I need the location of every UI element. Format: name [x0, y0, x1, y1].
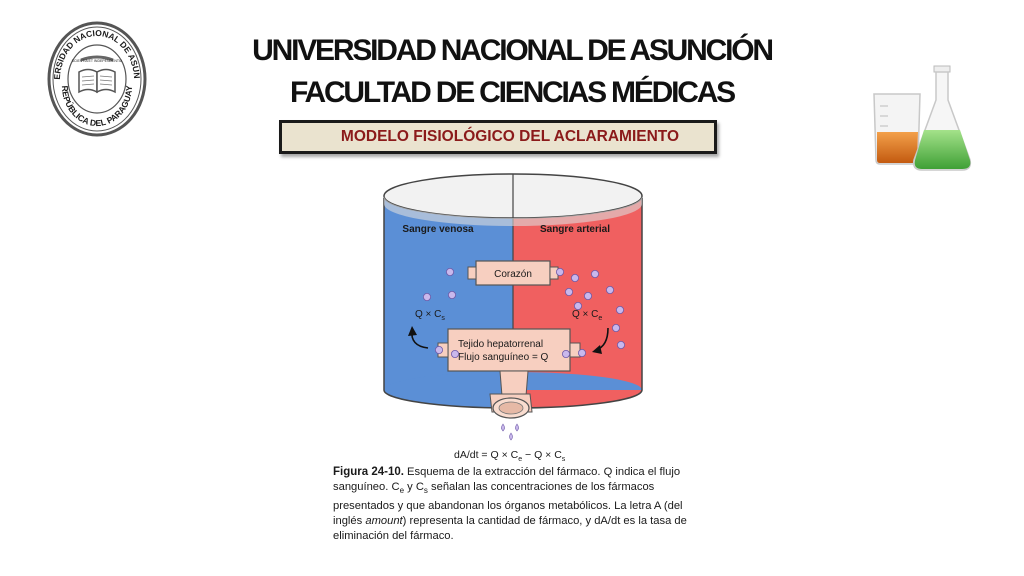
subtitle-banner: MODELO FISIOLÓGICO DEL ACLARAMIENTO	[279, 120, 717, 154]
erlenmeyer-flask-icon	[912, 65, 972, 171]
seal-inner-text: SCIENTIA ET INDEPENDENTIA	[72, 59, 123, 63]
seal-banner-icon	[80, 55, 114, 62]
tissue-label: Tejido hepatorrenal	[458, 339, 543, 350]
figure-label: Figura 24-10.	[333, 466, 404, 478]
heart-label: Corazón	[494, 269, 532, 280]
drug-particles	[423, 268, 625, 380]
eliminated-drops	[501, 423, 519, 441]
open-book-icon	[78, 68, 116, 94]
university-seal-icon: UNIVERSIDAD NACIONAL DE ASUNCIÓN REPÚBLI…	[46, 20, 147, 137]
caption-text-4: ) representa la cantidad de fármaco, y d…	[333, 514, 687, 543]
arterial-label: Sangre arterial	[540, 224, 610, 235]
tissue-box: Tejido hepatorrenal Flujo sanguíneo = Q	[437, 328, 581, 372]
faculty-title: FACULTAD DE CIENCIAS MÉDICAS	[290, 76, 736, 109]
heart-box: Corazón	[467, 260, 559, 286]
caption-text-2: y C	[404, 481, 424, 494]
caption-text-1: Esquema de la extracción del fármaco. Q …	[333, 466, 681, 494]
elimination-pipe	[489, 370, 533, 419]
elimination-equation: dA/dt = Q × Ce − Q × Cs	[454, 449, 566, 463]
caption-text-3: señalan las concentraciones de los fárma…	[333, 481, 683, 527]
blood-flow-label: Flujo sanguíneo = Q	[458, 352, 549, 363]
lab-flasks-icon	[873, 65, 972, 171]
subtitle-text: MODELO FISIOLÓGICO DEL ACLARAMIENTO	[340, 128, 680, 145]
venous-label: Sangre venosa	[402, 224, 474, 235]
caption-sub-e: e	[399, 486, 405, 496]
caption-amount: amount	[365, 514, 403, 527]
university-title: UNIVERSIDAD NACIONAL DE ASUNCIÓN	[252, 34, 774, 67]
arterial-flow-label: Q × Ce	[572, 309, 602, 322]
caption-sub-s: s	[423, 486, 428, 496]
beaker-icon	[873, 93, 921, 165]
venous-flow-label: Q × Cs	[415, 309, 445, 322]
figure-caption: Figura 24-10. Esquema de la extracción d…	[333, 465, 693, 544]
clearance-diagram: Sangre venosa Sangre arterial Corazón Te…	[383, 173, 643, 463]
